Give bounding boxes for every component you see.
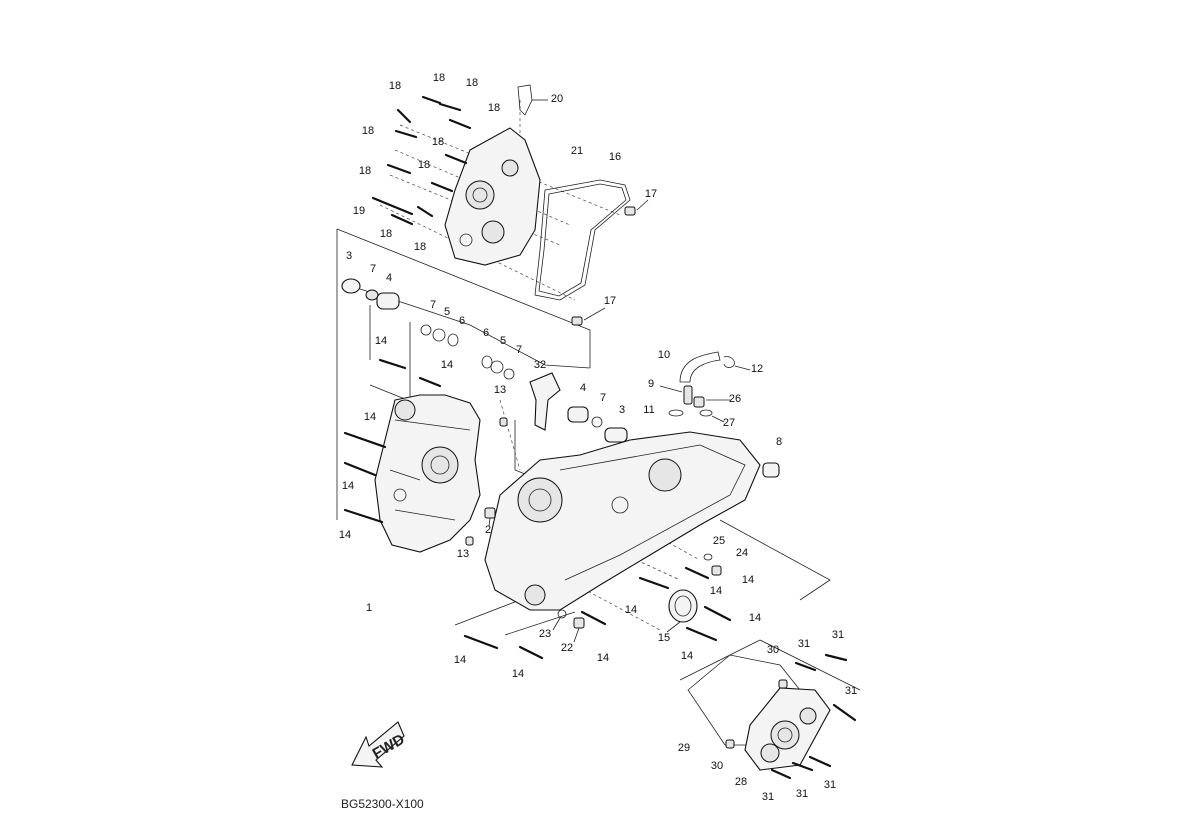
crankcase-right [484, 431, 761, 611]
callout-18: 18 [362, 125, 374, 137]
callout-18: 18 [380, 228, 392, 240]
callout-14: 14 [681, 650, 693, 662]
callout-16: 16 [609, 151, 621, 163]
callout-6: 6 [459, 315, 465, 327]
callout-18: 18 [433, 72, 445, 84]
callout-18: 18 [359, 165, 371, 177]
callout-29: 29 [678, 742, 690, 754]
callout-3: 3 [619, 404, 625, 416]
callout-6: 6 [483, 327, 489, 339]
bolts-31 [725, 653, 857, 780]
callout-18: 18 [418, 159, 430, 171]
callout-14: 14 [342, 480, 354, 492]
callout-18: 18 [488, 102, 500, 114]
callout-28: 28 [735, 776, 747, 788]
callout-5: 5 [500, 335, 506, 347]
callout-10: 10 [658, 349, 670, 361]
callout-31: 31 [845, 685, 857, 697]
oil-seal-15 [666, 589, 698, 633]
callout-7: 7 [600, 392, 606, 404]
guide-32 [529, 372, 561, 431]
small-parts [465, 417, 722, 643]
callout-14: 14 [710, 585, 722, 597]
callout-13: 13 [457, 548, 469, 560]
gear-cover-28 [687, 654, 831, 771]
callout-4: 4 [580, 382, 586, 394]
callout-14: 14 [749, 612, 761, 624]
callout-27: 27 [723, 417, 735, 429]
gasket-16 [534, 179, 631, 301]
callout-30: 30 [711, 760, 723, 772]
callout-11: 11 [643, 404, 654, 416]
callout-18: 18 [432, 136, 444, 148]
callout-7: 7 [516, 344, 522, 356]
callout-31: 31 [796, 788, 808, 800]
callout-14: 14 [512, 668, 524, 680]
callout-7: 7 [370, 263, 376, 275]
bearings-left [341, 278, 515, 380]
callout-14: 14 [454, 654, 466, 666]
hose-assembly [659, 351, 751, 423]
reference-lines [336, 100, 861, 691]
callout-17: 17 [645, 188, 657, 200]
callout-15: 15 [658, 632, 670, 644]
crankcase-cover-left [444, 127, 541, 266]
bracket-20 [517, 84, 548, 116]
callout-30: 30 [767, 644, 779, 656]
callout-20: 20 [551, 93, 563, 105]
callout-18: 18 [466, 77, 478, 89]
callout-26: 26 [729, 393, 741, 405]
callout-23: 23 [539, 628, 551, 640]
callout-8: 8 [776, 436, 782, 448]
callout-14: 14 [742, 574, 754, 586]
callout-21: 21 [571, 145, 583, 157]
callout-31: 31 [762, 791, 774, 803]
callout-14: 14 [364, 411, 376, 423]
callout-31: 31 [798, 638, 810, 650]
callout-24: 24 [736, 547, 748, 559]
callout-14: 14 [339, 529, 351, 541]
callout-1: 1 [366, 602, 372, 614]
callout-32: 32 [534, 359, 546, 371]
callout-31: 31 [824, 779, 836, 791]
callout-18: 18 [389, 80, 401, 92]
bolts-14 [343, 358, 732, 660]
callout-3: 3 [346, 250, 352, 262]
bearings-right [567, 406, 780, 478]
callout-14: 14 [625, 604, 637, 616]
callout-4: 4 [386, 272, 392, 284]
callout-5: 5 [444, 306, 450, 318]
callout-19: 19 [353, 205, 365, 217]
callout-25: 25 [713, 535, 725, 547]
callout-14: 14 [441, 359, 453, 371]
callout-2: 2 [485, 524, 491, 536]
dowel-pins-17 [571, 199, 649, 326]
callout-7: 7 [430, 299, 436, 311]
callout-18: 18 [414, 241, 426, 253]
callout-12: 12 [751, 363, 763, 375]
crankcase-left [374, 394, 481, 553]
callout-17: 17 [604, 295, 616, 307]
callout-9: 9 [648, 378, 654, 390]
diagram-code: BG52300-X100 [341, 797, 424, 811]
fwd-direction-arrow: FWD [351, 721, 408, 768]
bolts-top [371, 95, 472, 226]
callout-14: 14 [375, 335, 387, 347]
callout-13: 13 [494, 384, 506, 396]
callout-14: 14 [597, 652, 609, 664]
callout-31: 31 [832, 629, 844, 641]
callout-22: 22 [561, 642, 573, 654]
